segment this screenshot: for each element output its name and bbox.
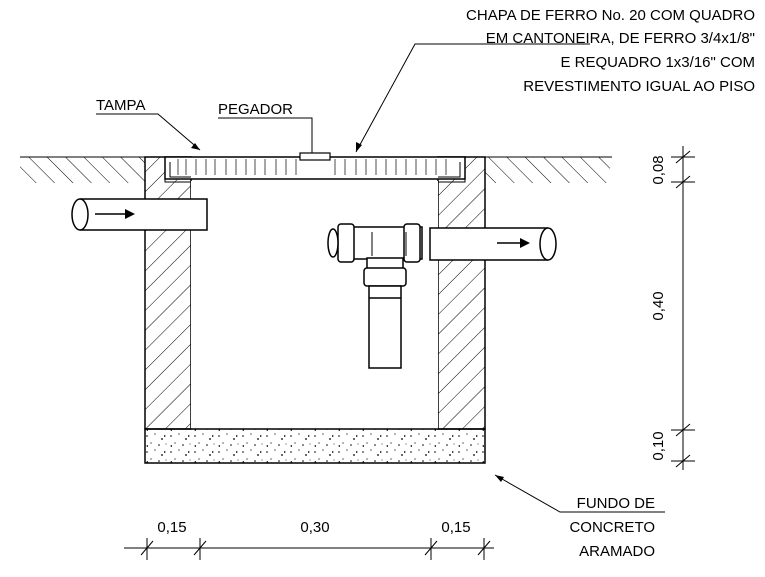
inlet-pipe: [71, 198, 208, 231]
chapa-line-4: REVESTIMENTO IGUAL AO PISO: [523, 78, 755, 95]
fundo-label: FUNDO DE CONCRETO ARAMADO: [569, 495, 655, 560]
ground-left: [20, 156, 145, 197]
chapa-line-1: CHAPA DE FERRO No. 20 COM QUADRO: [466, 7, 755, 24]
chapa-line-3: E REQUADRO 1x3/16" COM: [560, 54, 755, 71]
fundo-line-2: CONCRETO: [569, 519, 655, 536]
left-wall: [144, 156, 192, 430]
concrete-base: [144, 428, 486, 464]
fundo-line-3: ARAMADO: [579, 543, 655, 560]
dim-v-3: 0,10: [650, 431, 667, 460]
chapa-line-2: EM CANTONEIRA, DE FERRO 3/4x1/8": [486, 30, 755, 47]
tee-fitting: [327, 223, 423, 369]
vertical-dimension: 0,08 0,40 0,10: [650, 146, 695, 470]
dim-h-1: 0,15: [157, 519, 186, 536]
dim-h-2: 0,30: [300, 519, 329, 536]
dim-v-2: 0,40: [650, 291, 667, 320]
ground-right: [485, 156, 612, 197]
outlet-pipe: [429, 227, 557, 261]
right-wall: [437, 156, 486, 430]
tampa-label: TAMPA: [96, 97, 145, 114]
pegador-label: PEGADOR: [218, 101, 293, 118]
dim-h-3: 0,15: [441, 519, 470, 536]
leader-lines: [96, 43, 665, 513]
horizontal-dimension: 0,15 0,30 0,15: [124, 519, 494, 560]
dim-v-1: 0,08: [650, 155, 667, 184]
lid: [164, 156, 466, 183]
fundo-line-1: FUNDO DE: [577, 495, 655, 512]
chapa-label: CHAPA DE FERRO No. 20 COM QUADRO EM CANT…: [466, 7, 755, 95]
lid-handle: [299, 152, 331, 161]
